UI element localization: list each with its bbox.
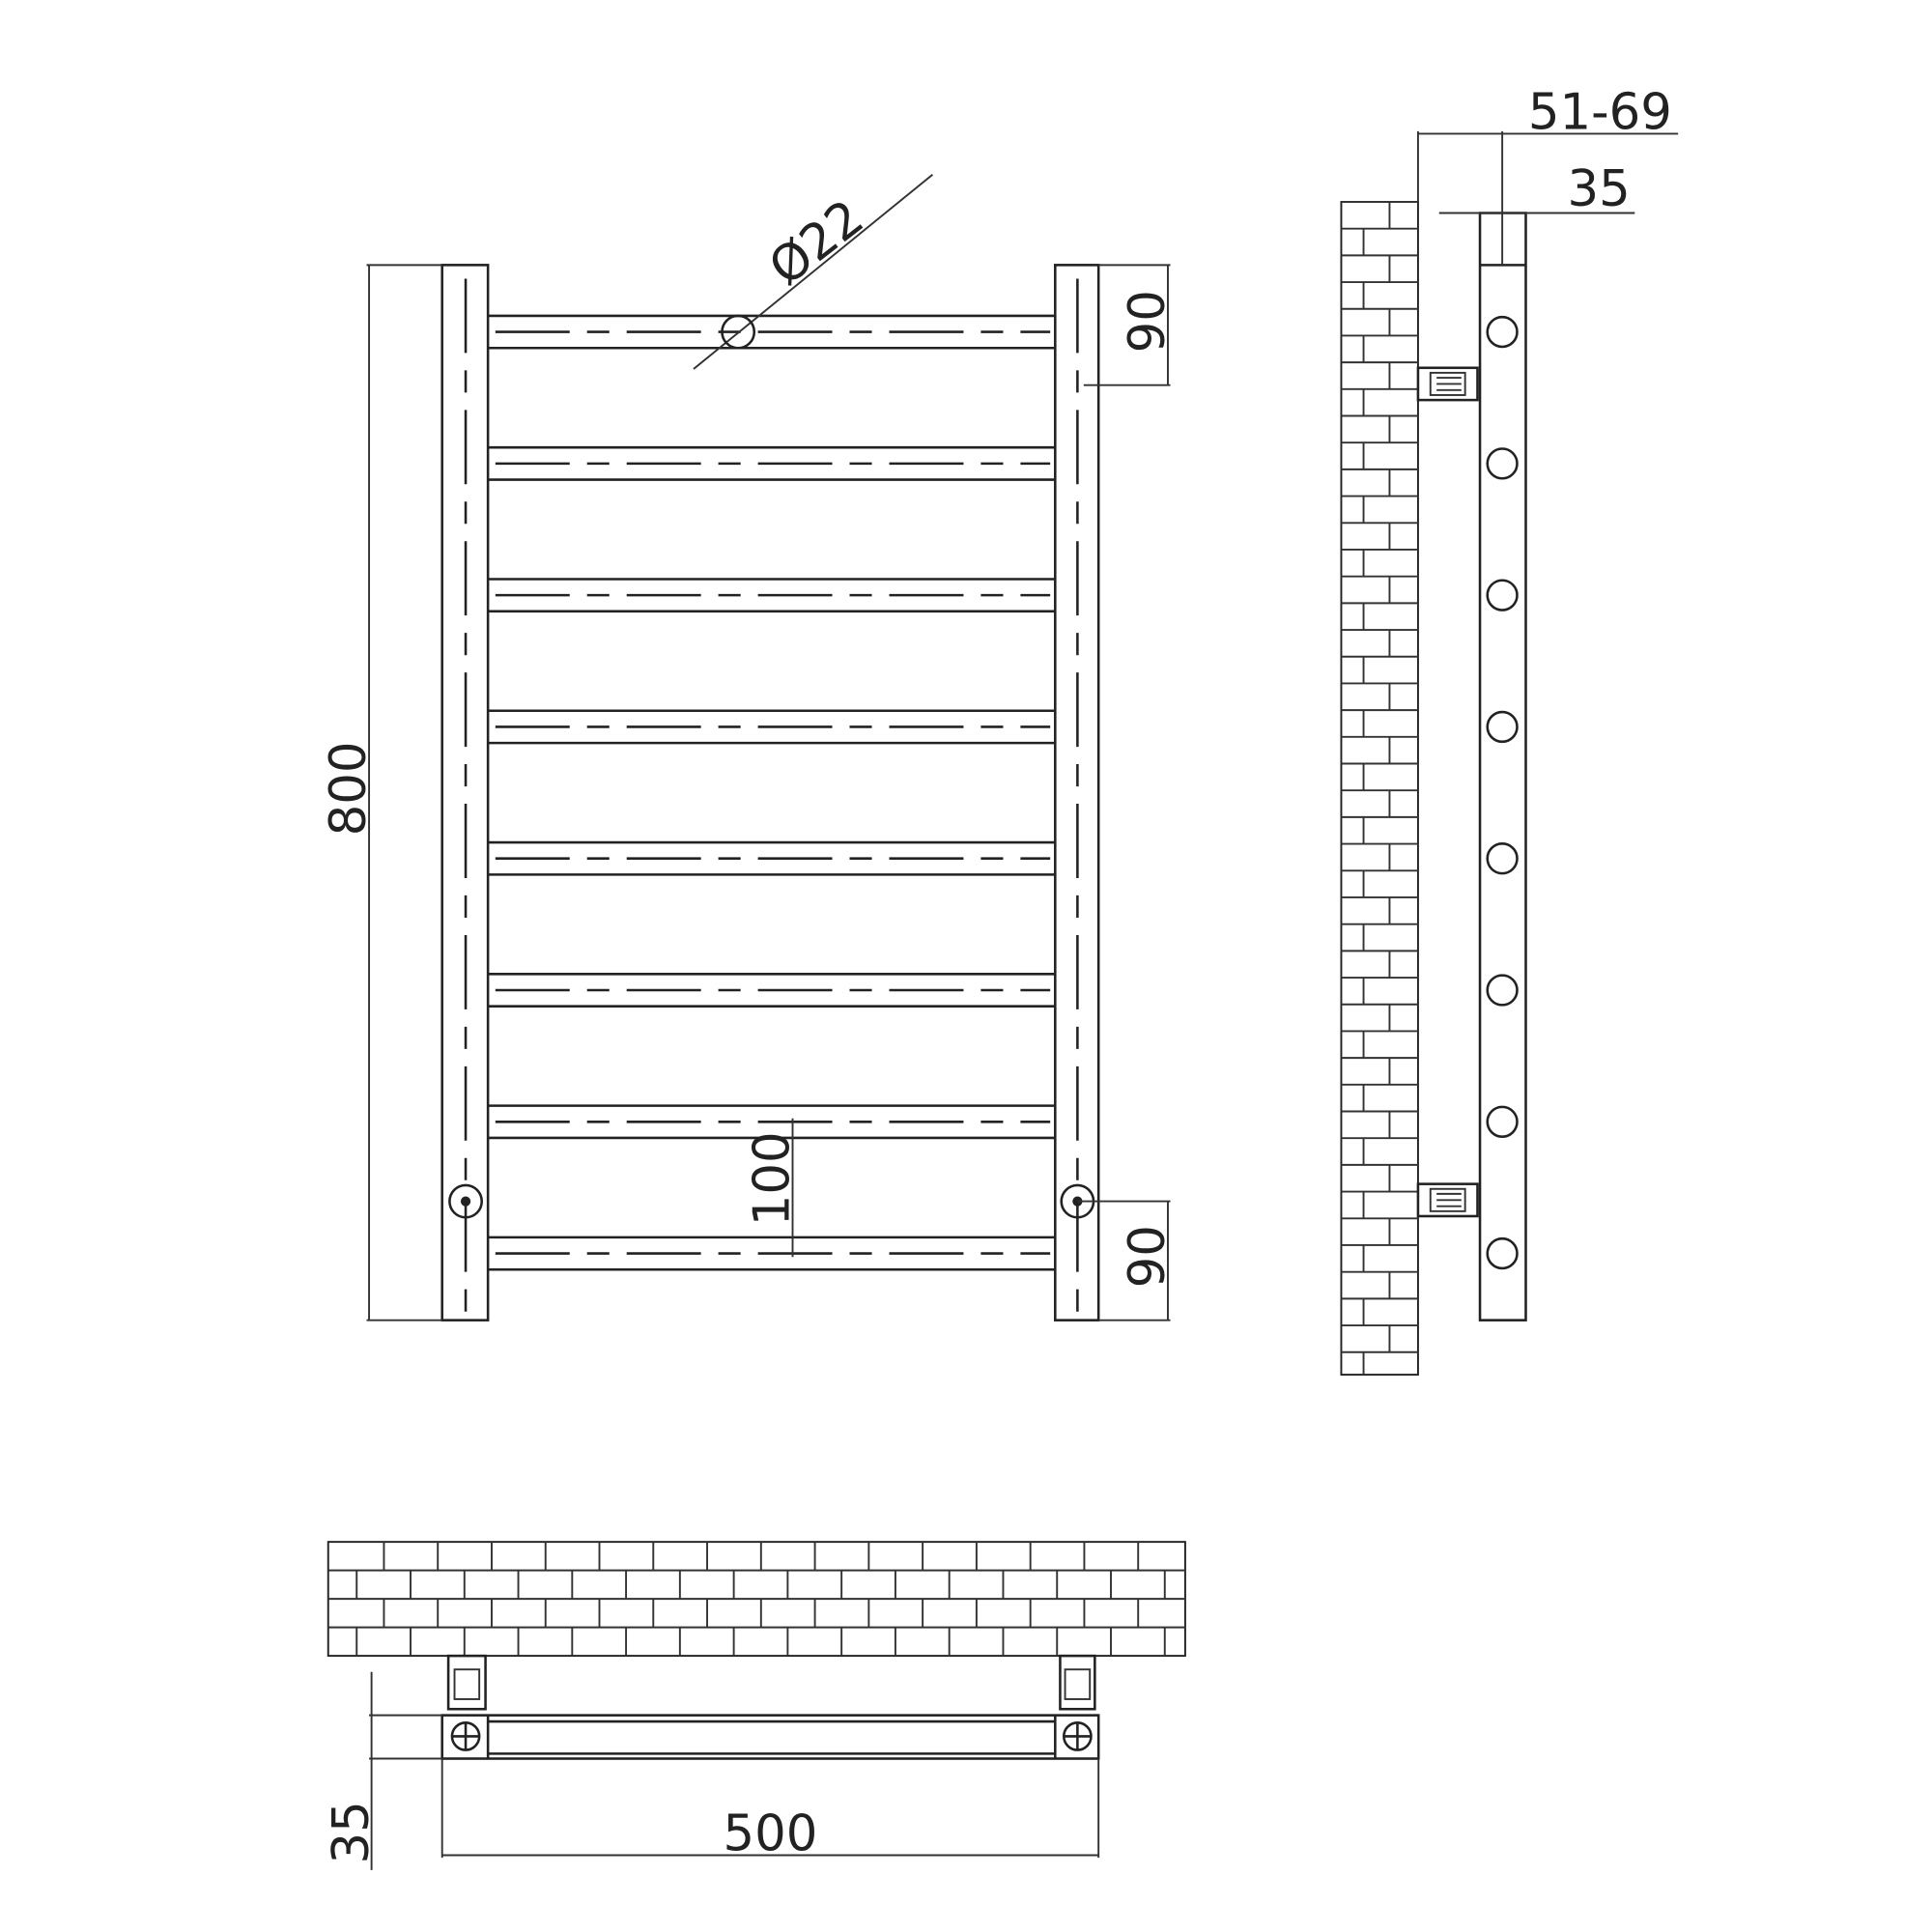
bar-hole [1486,842,1519,875]
side-view: 51-69 35 [1340,83,1679,1377]
rail-bar [488,445,1056,481]
bottom-depth-dimension [369,1671,442,1870]
width-dimension [440,1758,1100,1859]
height-label: 800 [320,742,378,837]
height-dimension [366,264,442,1321]
rail-plan [440,1714,1100,1760]
bar-hole [1486,315,1519,349]
bar-hole [1486,579,1519,611]
top-offset-dimension [1083,264,1171,386]
diameter-leader [693,174,933,370]
right-bracket [1059,1654,1096,1711]
right-pipe-icon [1063,1721,1093,1751]
bar-hole [1486,1105,1519,1138]
bottom-wall-bricks [327,1541,1186,1658]
top-offset-label: 90 [1119,290,1177,353]
bar-hole [1486,1236,1519,1270]
bar-section-circle [721,314,756,350]
rail-bar [488,973,1056,1008]
bottom-view: 35 500 [323,1541,1186,1870]
left-post [440,264,490,1321]
bar-spacing-label: 100 [744,1131,802,1226]
rail-bar [488,709,1056,745]
top-bracket [1416,366,1479,402]
right-post [1054,264,1100,1321]
rail-bar [488,1104,1056,1140]
bar-hole [1486,974,1519,1007]
rail-bar [488,578,1056,613]
side-wall-bricks [1340,201,1419,1377]
bar-hole [1486,710,1519,744]
side-post [1478,212,1527,1321]
left-bracket [446,1654,487,1711]
bottom-depth-label: 35 [323,1801,381,1863]
side-depth-label: 35 [1568,160,1631,218]
bar-hole [1486,447,1519,480]
rail-bar [488,1236,1056,1271]
rail-bar [488,840,1056,876]
bottom-offset-dimension [1077,1200,1171,1321]
diameter-label: Ø22 [758,188,874,297]
wall-distance-label: 51-69 [1528,83,1672,141]
width-label: 500 [724,1804,818,1862]
front-view: Ø22 800 90 90 100 [320,174,1177,1321]
wall-distance-dimension [1416,130,1679,266]
left-pipe-icon [450,1721,481,1751]
rail-bar [488,314,1056,350]
bottom-bracket [1416,1182,1479,1218]
left-valve-icon [448,1183,484,1219]
bottom-offset-label: 90 [1119,1225,1177,1288]
